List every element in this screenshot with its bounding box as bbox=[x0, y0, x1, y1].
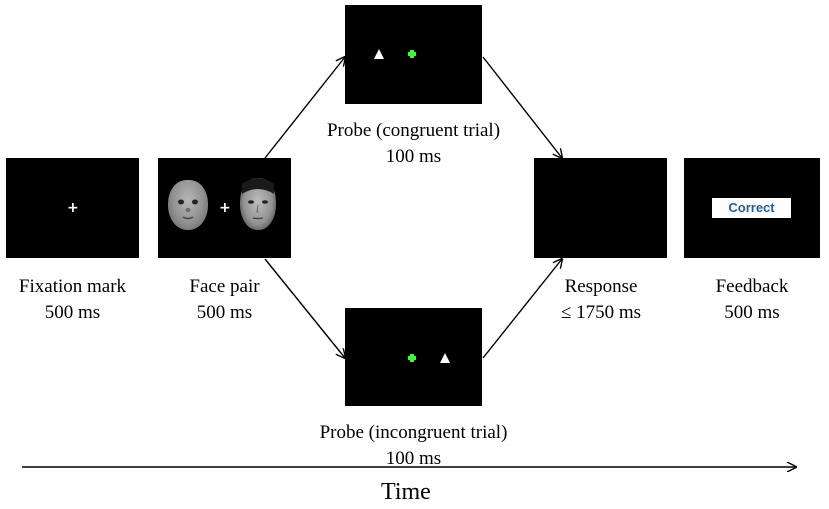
feedback-screen: Correct bbox=[684, 158, 820, 258]
feedback-caption: Feedback 500 ms bbox=[682, 274, 822, 326]
time-axis-label: Time bbox=[381, 479, 431, 505]
feedback-message-box: Correct bbox=[712, 198, 791, 218]
infant-face-features-icon bbox=[178, 199, 198, 220]
adult-face-features-icon bbox=[242, 178, 274, 220]
probe-incongruent-duration: 100 ms bbox=[385, 448, 442, 469]
probe-congruent-duration: 100 ms bbox=[385, 146, 442, 167]
probe-incongruent-label: Probe (incongruent trial) bbox=[319, 422, 508, 443]
arrow-face-to-congruent bbox=[264, 57, 345, 159]
fixation-duration: 500 ms bbox=[44, 302, 101, 323]
face-pair-screen: + bbox=[158, 158, 291, 258]
feedback-label: Feedback bbox=[715, 276, 789, 297]
response-screen bbox=[534, 158, 667, 258]
arrow-congruent-to-response bbox=[482, 56, 562, 158]
incongruent-probe-dot-icon bbox=[408, 354, 416, 362]
response-caption: Response ≤ 1750 ms bbox=[531, 274, 671, 326]
fixation-screen: + bbox=[6, 158, 139, 258]
response-duration: ≤ 1750 ms bbox=[560, 302, 642, 323]
infant-face-icon bbox=[168, 180, 208, 230]
fixation-label: Fixation mark bbox=[18, 276, 127, 297]
arrow-incongruent-to-response bbox=[482, 259, 562, 359]
face-pair-caption: Face pair 500 ms bbox=[152, 274, 297, 326]
probe-incongruent-screen bbox=[345, 308, 482, 406]
incongruent-triangle-icon bbox=[440, 353, 450, 363]
probe-congruent-label: Probe (congruent trial) bbox=[326, 120, 501, 141]
probe-congruent-caption: Probe (congruent trial) 100 ms bbox=[300, 118, 527, 170]
fixation-caption: Fixation mark 500 ms bbox=[0, 274, 145, 326]
face-pair-duration: 500 ms bbox=[196, 302, 253, 323]
probe-incongruent-caption: Probe (incongruent trial) 100 ms bbox=[290, 420, 537, 472]
response-label: Response bbox=[564, 276, 638, 297]
congruent-probe-dot-icon bbox=[408, 50, 416, 58]
fixation-cross-icon: + bbox=[67, 200, 79, 216]
face-pair-label: Face pair bbox=[189, 276, 260, 297]
face-pair-cross-icon: + bbox=[219, 200, 231, 216]
probe-congruent-screen bbox=[345, 5, 482, 104]
feedback-duration: 500 ms bbox=[724, 302, 780, 323]
adult-face-icon bbox=[240, 178, 276, 230]
feedback-message: Correct bbox=[728, 200, 775, 215]
arrow-face-to-incongruent bbox=[264, 258, 345, 358]
congruent-triangle-icon bbox=[374, 49, 384, 59]
